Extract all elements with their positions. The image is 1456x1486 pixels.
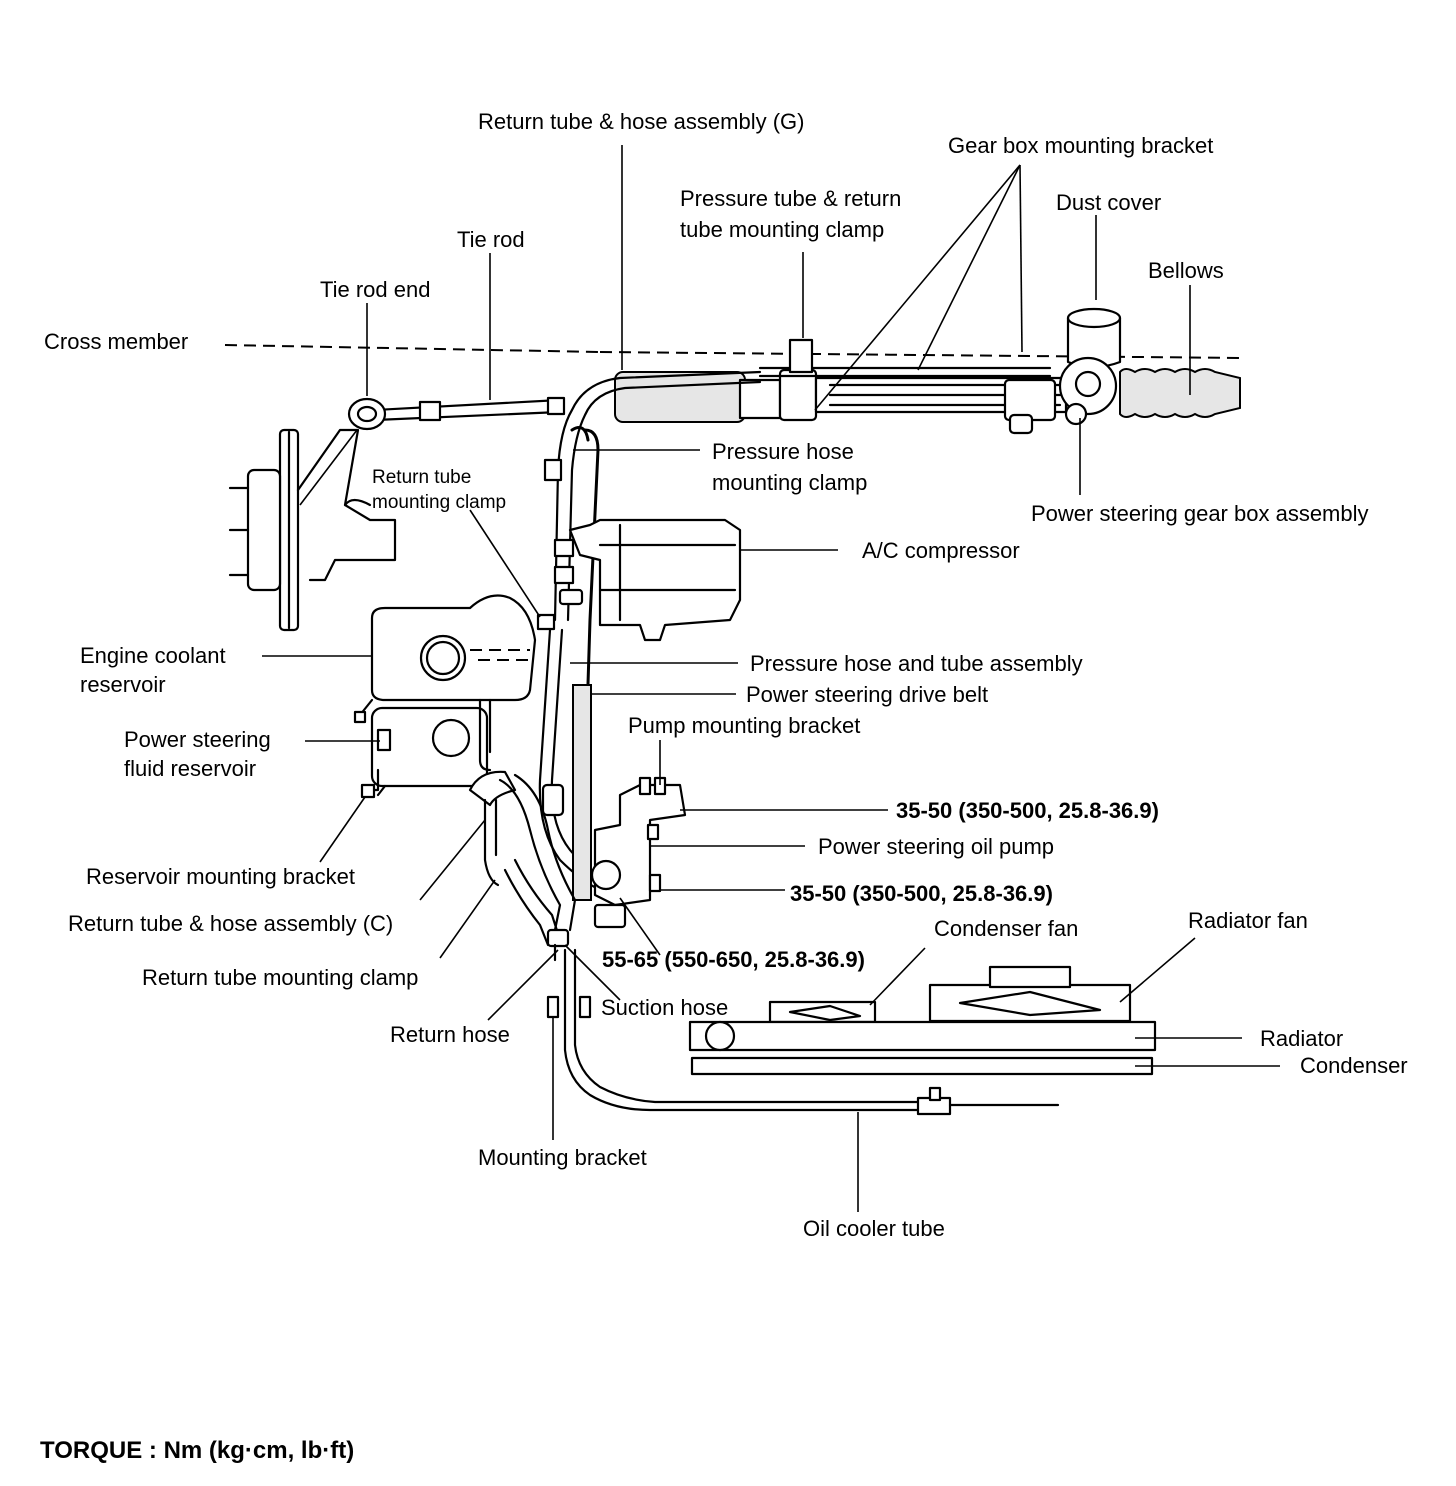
label-reservoir-bracket: Reservoir mounting bracket [86,864,355,889]
label-tie-rod: Tie rod [457,227,525,252]
torque-legend: TORQUE : Nm (kg·cm, lb·ft) [40,1437,354,1464]
engine-coolant-reservoir [353,594,537,724]
label-return-tube-clamp-top-1: Return tube [372,467,471,488]
mounting-bracket [546,995,592,1019]
label-condenser-fan: Condenser fan [934,916,1078,941]
label-gear-box-bracket: Gear box mounting bracket [948,133,1213,158]
label-radiator: Radiator [1260,1026,1343,1051]
label-dust-cover: Dust cover [1056,190,1161,215]
label-ps-fluid-1: Power steering [124,727,271,752]
torque-pump-bracket: 35-50 (350-500, 25.8-36.9) [896,798,1159,823]
torque-pressure-fitting: 55-65 (550-650, 25.8-36.9) [602,947,865,972]
label-mounting-bracket: Mounting bracket [478,1145,647,1170]
radiator-assembly [688,965,1157,1076]
cross-member [224,344,1246,359]
label-return-tube-clamp-top-2: mounting clamp [372,492,506,513]
label-engine-coolant-1: Engine coolant [80,643,226,668]
label-pressure-return-clamp-2: tube mounting clamp [680,217,884,242]
label-gear-box-assembly: Power steering gear box assembly [1031,501,1369,526]
label-ps-oil-pump: Power steering oil pump [818,834,1054,859]
tie-rod [347,396,566,431]
label-oil-cooler-tube: Oil cooler tube [803,1216,945,1241]
bellows [1119,368,1241,418]
steering-knuckle [228,428,397,632]
label-pressure-hose-clamp-1: Pressure hose [712,439,854,464]
label-ps-fluid-2: fluid reservoir [124,756,256,781]
ps-fluid-reservoir [360,698,492,799]
gear-box-rack [614,338,1068,435]
label-suction-hose: Suction hose [601,995,728,1020]
leader-lines [262,145,1280,1212]
oil-cooler-tube [563,948,1060,1116]
label-pressure-hose-tube: Pressure hose and tube assembly [750,651,1083,676]
label-return-tube-clamp-low: Return tube mounting clamp [142,965,418,990]
label-return-tube-hose-g: Return tube & hose assembly (G) [478,109,804,134]
label-pressure-hose-clamp-2: mounting clamp [712,470,867,495]
label-engine-coolant-2: reservoir [80,672,166,697]
label-ac-compressor: A/C compressor [862,538,1020,563]
label-pressure-return-clamp-1: Pressure tube & return [680,186,901,211]
label-radiator-fan: Radiator fan [1188,908,1308,933]
label-pump-bracket: Pump mounting bracket [628,713,860,738]
label-return-hose: Return hose [390,1022,510,1047]
label-cross-member: Cross member [44,329,188,354]
label-bellows: Bellows [1148,258,1224,283]
torque-pump-lower: 35-50 (350-500, 25.8-36.9) [790,881,1053,906]
return-hose-assembly [468,770,577,962]
oil-pump [590,776,687,929]
dust-cover [1058,307,1122,426]
label-condenser: Condenser [1300,1053,1408,1078]
drive-belt [572,684,592,901]
label-drive-belt: Power steering drive belt [746,682,988,707]
label-tie-rod-end: Tie rod end [320,277,430,302]
label-return-tube-hose-c: Return tube & hose assembly (C) [68,911,393,936]
ac-compressor [553,518,742,642]
